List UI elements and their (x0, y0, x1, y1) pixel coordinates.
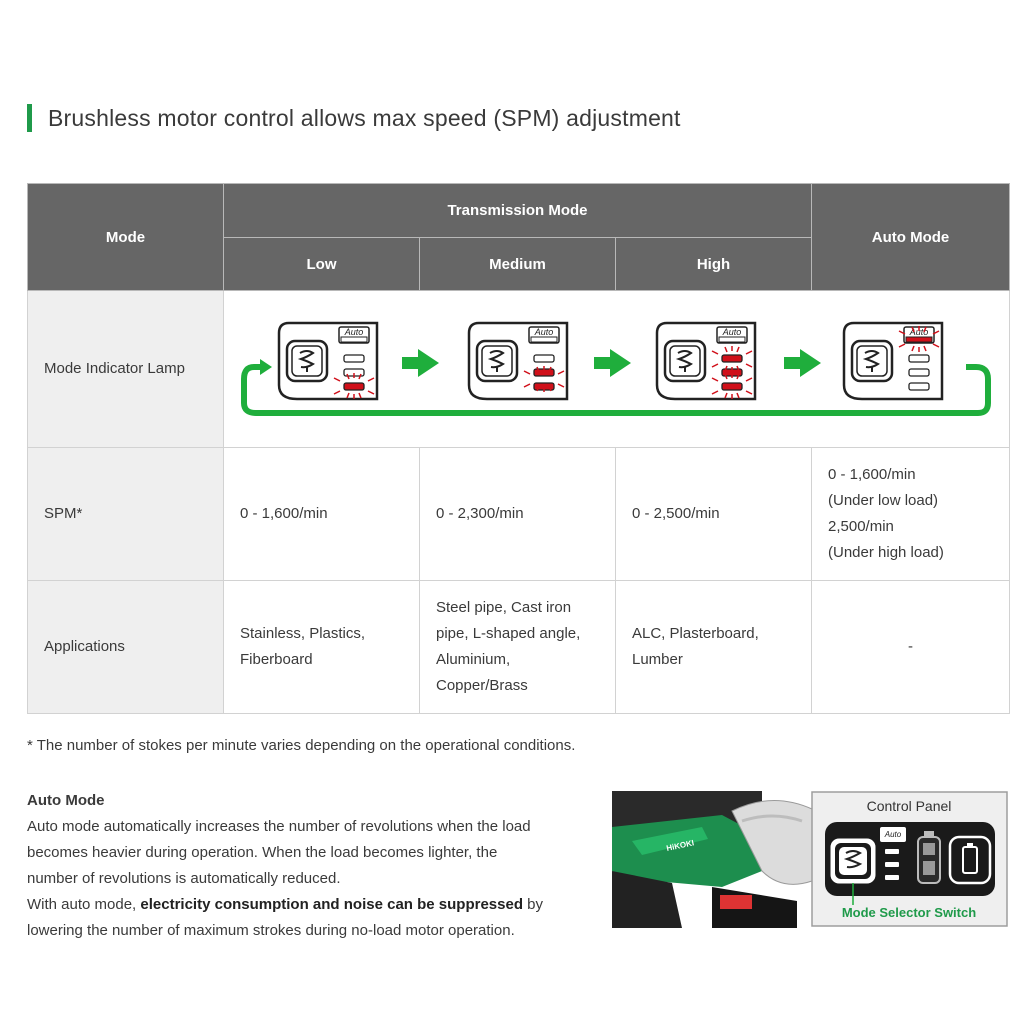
spm-auto-line: 2,500/min (828, 518, 894, 535)
applications-medium: Steel pipe, Cast iron pipe, L-shaped ang… (419, 580, 616, 714)
row-label-applications: Applications (27, 580, 224, 714)
spm-auto-line: 0 - 1,600/min (828, 466, 916, 483)
header-low: Low (223, 237, 420, 291)
spm-low: 0 - 1,600/min (223, 447, 420, 581)
header-medium: Medium (419, 237, 616, 291)
row-label-spm: SPM* (27, 447, 224, 581)
auto-mode-line: lowering the number of maximum strokes d… (27, 922, 515, 939)
spm-spec-table: Mode Transmission Mode Auto Mode Low Med… (27, 183, 1010, 714)
header-mode: Mode (27, 183, 224, 291)
panel-auto-label: Auto (884, 830, 902, 839)
lamp-panel-auto (842, 321, 944, 401)
mode-selector-switch-caption: Mode Selector Switch (842, 905, 976, 920)
applications-line: ALC, Plasterboard, (632, 625, 759, 642)
row-label-mode-indicator-lamp: Mode Indicator Lamp (27, 290, 224, 448)
control-panel-title: Control Panel (867, 798, 952, 814)
footnote: * The number of stokes per minute varies… (27, 737, 576, 754)
applications-line: Aluminium, (436, 651, 511, 668)
auto-mode-line: becomes heavier during operation. When t… (27, 844, 498, 861)
spm-auto-line: (Under low load) (828, 492, 939, 509)
applications-auto: - (811, 580, 1010, 714)
auto-mode-section: Auto Mode Auto mode automatically increa… (27, 788, 597, 944)
applications-line: Fiberboard (240, 651, 313, 668)
header-auto-mode: Auto Mode (811, 183, 1010, 291)
arrow-right-icon (402, 349, 439, 377)
control-panel-photo: HiKOKI Control Panel Auto Mode Selector … (612, 791, 1009, 928)
mode-indicator-diagram: Auto (223, 290, 1010, 448)
applications-line: Stainless, Plastics, (240, 625, 366, 642)
applications-line: Steel pipe, Cast iron (436, 599, 572, 616)
spm-high: 0 - 2,500/min (615, 447, 812, 581)
auto-mode-highlight: electricity consumption and noise can be… (140, 896, 523, 913)
applications-high: ALC, Plasterboard, Lumber (615, 580, 812, 714)
header-high: High (615, 237, 812, 291)
header-transmission-mode: Transmission Mode (223, 183, 812, 238)
auto-mode-line-prefix: With auto mode, (27, 896, 141, 913)
auto-mode-line: Auto mode automatically increases the nu… (27, 818, 531, 835)
auto-mode-title: Auto Mode (27, 792, 105, 809)
lamp-panel-low (277, 321, 379, 401)
auto-mode-line-suffix: by (523, 896, 544, 913)
page-heading: Brushless motor control allows max speed… (27, 104, 681, 132)
auto-mode-line: With auto mode, electricity consumption … (27, 892, 597, 918)
spm-medium: 0 - 2,300/min (419, 447, 616, 581)
auto-mode-line: number of revolutions is automatically r… (27, 870, 341, 887)
applications-low: Stainless, Plastics, Fiberboard (223, 580, 420, 714)
applications-line: Lumber (632, 651, 683, 668)
applications-line: pipe, L-shaped angle, (436, 625, 581, 642)
spm-auto-line: (Under high load) (828, 544, 944, 561)
arrow-right-icon (784, 349, 821, 377)
applications-line: Copper/Brass (436, 677, 528, 694)
spm-auto: 0 - 1,600/min (Under low load) 2,500/min… (811, 447, 1010, 581)
lamp-panel-high (655, 321, 757, 401)
lamp-panel-medium (467, 321, 569, 401)
arrow-right-icon (594, 349, 631, 377)
